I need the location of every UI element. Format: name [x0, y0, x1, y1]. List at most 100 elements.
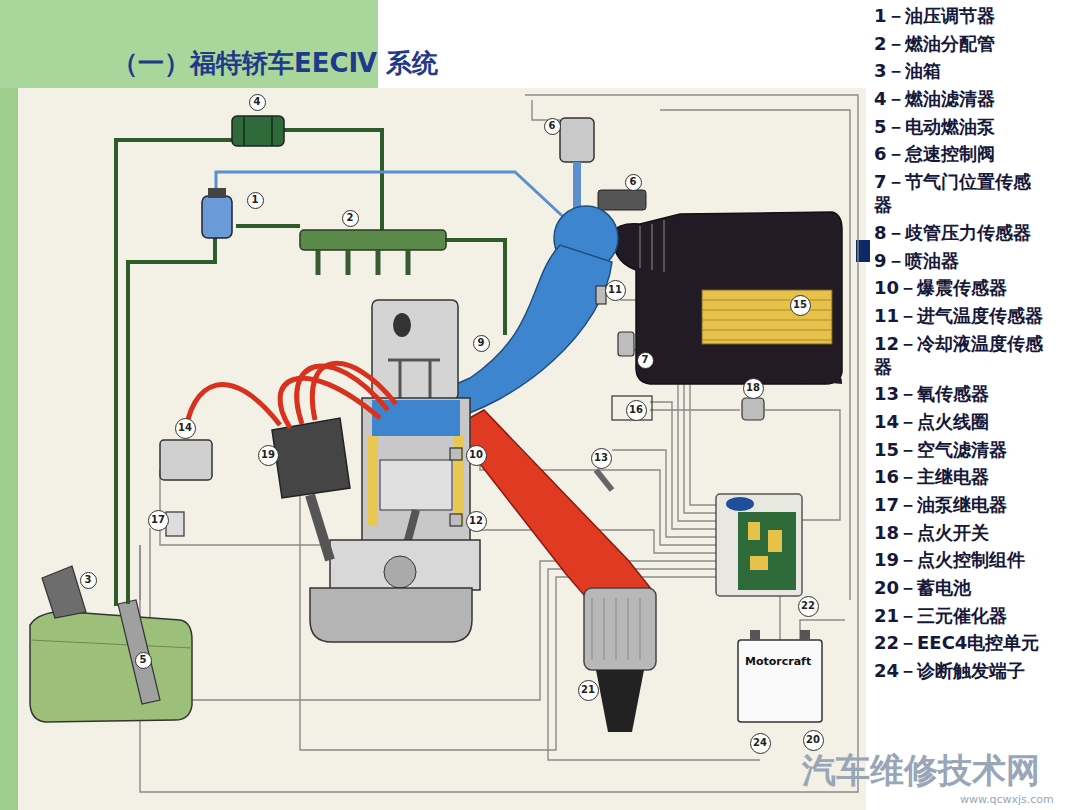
sensors-part: [618, 332, 634, 356]
callout-number: 3: [85, 575, 92, 585]
parts-list-item: 12－冷却液温度传感器: [874, 332, 1046, 378]
callout-circle: 17: [148, 510, 169, 531]
parts-list-item: 7－节气门位置传感器: [874, 170, 1046, 216]
fuel-tank-part: [118, 600, 160, 704]
callout-circle: 7: [637, 352, 654, 369]
callout-circle: 19: [258, 445, 279, 466]
parts-list-item: 16－主继电器: [874, 465, 1046, 488]
air-cleaner-part: [612, 212, 842, 384]
air-cleaner: [612, 212, 842, 384]
pressure-regulator-part: [208, 188, 226, 198]
callout-circle: 5: [135, 652, 152, 669]
ignition-coil: [160, 440, 212, 480]
battery-part: [738, 640, 822, 722]
air-cleaner-part: [702, 290, 832, 344]
callout-number: 16: [629, 405, 643, 415]
parts-list-item: 4－燃油滤清器: [874, 87, 1046, 110]
spark-plug-wires-part: [185, 385, 280, 438]
callout-number: 22: [801, 601, 815, 611]
parts-list: 1－油压调节器2－燃油分配管3－油箱4－燃油滤清器5－电动燃油泵6－怠速控制阀7…: [874, 4, 1046, 687]
parts-list-item: 11－进气温度传感器: [874, 304, 1046, 327]
slide-background-part: [0, 0, 18, 810]
callout-number: 14: [178, 423, 192, 433]
engine-part: [310, 588, 472, 642]
slide-background-part: [18, 88, 866, 810]
parts-list-item: 3－油箱: [874, 59, 1046, 82]
parts-list-item: 19－点火控制组件: [874, 548, 1046, 571]
battery-part: [750, 630, 760, 640]
callout-circle: 6: [625, 174, 642, 191]
fuel-rail-part: [300, 230, 446, 250]
distributor-part: [310, 495, 330, 560]
callout-number: 19: [261, 450, 275, 460]
sensors-part: [612, 396, 652, 420]
engine-part: [372, 300, 458, 400]
fuel-lines-part: [284, 130, 382, 232]
engine-part: [330, 540, 480, 590]
callout-circle: 24: [750, 733, 771, 754]
exhaust-part: [592, 598, 640, 660]
callout-number: 15: [793, 300, 807, 310]
sensors-part: [742, 398, 764, 420]
wiring-harness-part: [650, 409, 740, 410]
wiring-harness-part: [140, 95, 858, 792]
vacuum-line: [216, 172, 572, 225]
watermark: 汽车维修技术网: [802, 752, 1040, 789]
parts-list-item: 24－诊断触发端子: [874, 659, 1046, 682]
ecu-part: [750, 556, 768, 570]
exhaust-part: [596, 670, 644, 732]
callout-number: 17: [151, 515, 165, 525]
callout-circle: 4: [249, 94, 266, 111]
fuel-lines-part: [236, 224, 300, 228]
parts-list-item: 13－氧传感器: [874, 382, 1046, 405]
callout-circle: 11: [605, 280, 626, 301]
callout-number: 5: [140, 655, 147, 665]
callout-circle: 6: [544, 118, 561, 135]
fuel-filter: [232, 116, 284, 146]
callout-number: 7: [642, 355, 649, 365]
pressure-regulator: [202, 188, 232, 238]
callout-number: 13: [594, 453, 608, 463]
battery-brand: Motorcraft: [745, 656, 811, 668]
callout-circle: 22: [798, 596, 819, 617]
fuel-lines-part: [128, 238, 215, 604]
ecu: [716, 494, 802, 596]
callout-number: 21: [581, 685, 595, 695]
callout-circle: 1: [247, 192, 264, 209]
parts-list-item: 1－油压调节器: [874, 4, 1046, 27]
spark-plug-wires-part: [312, 363, 396, 420]
parts-list-item: 17－油泵继电器: [874, 493, 1046, 516]
wiring-harness-part: [532, 100, 560, 120]
callout-number: 9: [478, 338, 485, 348]
ecu-part: [726, 497, 754, 511]
fuel-lines-part: [116, 140, 232, 606]
sensors-part: [450, 514, 462, 526]
exhaust-part: [584, 588, 656, 670]
callout-number: 18: [746, 383, 760, 393]
callout-number: 10: [469, 450, 483, 460]
distributor-part: [272, 418, 350, 498]
pressure-regulator-part: [202, 196, 232, 238]
sensors-part: [596, 470, 612, 490]
exhaust-part: [452, 410, 652, 602]
callout-number: 2: [347, 213, 354, 223]
ecu-part: [716, 494, 802, 596]
parts-list-item: 15－空气滤清器: [874, 438, 1046, 461]
callout-circle: 10: [466, 445, 487, 466]
wiring-harness-part: [800, 620, 845, 640]
engine-part: [384, 556, 416, 588]
wiring-harness-part: [612, 450, 718, 537]
callout-circle: 2: [342, 210, 359, 227]
callout-circle: 16: [626, 400, 647, 421]
callout-circle: 12: [466, 511, 487, 532]
callout-number: 11: [608, 285, 622, 295]
fuel-rail: [300, 230, 446, 275]
callout-circle: 9: [473, 335, 490, 352]
fuel-tank: [30, 566, 192, 722]
parts-list-item: 8－歧管压力传感器: [874, 221, 1046, 244]
slide-background: [0, 0, 870, 810]
callout-number: 12: [469, 516, 483, 526]
callout-circle: 14: [175, 418, 196, 439]
fuel-filter-part: [232, 116, 284, 146]
callout-number: 4: [254, 97, 261, 107]
